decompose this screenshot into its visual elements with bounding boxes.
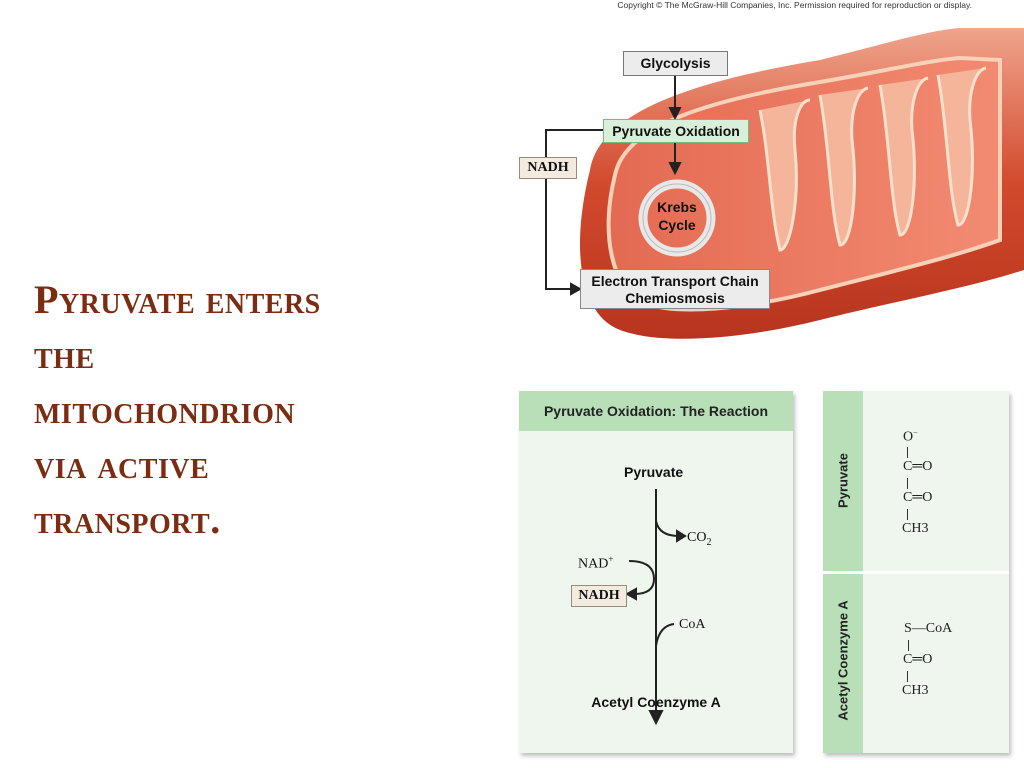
nadh-box: NADH <box>519 157 577 179</box>
acetyl-methyl: CH3 <box>902 683 929 698</box>
bond-line <box>907 509 908 520</box>
krebs-line-2: Cycle <box>658 217 696 233</box>
etc-box: Electron Transport Chain Chemiosmosis <box>580 269 770 309</box>
acetyl-carbonyl: C═O <box>903 652 933 667</box>
etc-line-1: Electron Transport Chain <box>591 273 759 289</box>
krebs-line-1: Krebs <box>657 199 697 215</box>
pyruvate-carboxyl: C═O <box>903 459 933 474</box>
co2-label: CO2 <box>687 530 712 548</box>
reaction-panel: Pyruvate Oxidation: The Reaction Pyruvat… <box>519 391 793 753</box>
pyruvate-side-band <box>823 391 863 571</box>
bond-line <box>908 640 909 651</box>
copyright-notice: Copyright © The McGraw-Hill Companies, I… <box>617 0 972 10</box>
title-line-1: Pyruvate enters <box>34 277 321 322</box>
bond-line <box>907 671 908 682</box>
cristae <box>758 66 987 252</box>
flow-arrows <box>545 76 682 296</box>
title-line-4: via active <box>34 442 210 487</box>
title-line-2: the <box>34 332 95 377</box>
acetyl-side-band <box>823 574 863 753</box>
title-line-3: mitochondrion <box>34 387 296 432</box>
bond-line <box>907 447 908 458</box>
acetyl-structure-label: Acetyl Coenzyme A <box>835 600 851 721</box>
pyruvate-keto: C═O <box>903 490 933 505</box>
reactant-label: Pyruvate <box>624 464 684 480</box>
reaction-heading: Pyruvate Oxidation: The Reaction <box>519 391 793 431</box>
pyruvate-structure-label: Pyruvate <box>835 453 851 508</box>
product-label: Acetyl Coenzyme A <box>591 694 721 710</box>
nadh-product-box: NADH <box>571 585 627 607</box>
pyruvate-o-minus: O− <box>903 428 918 445</box>
reaction-arrows <box>624 489 687 726</box>
slide-title: Pyruvate enters the mitochondrion via ac… <box>34 272 474 547</box>
title-line-5: transport. <box>34 497 221 542</box>
structures-panel: Pyruvate Acetyl Coenzyme A O− C═O C═O CH… <box>823 391 1009 753</box>
etc-line-2: Chemiosmosis <box>625 290 725 306</box>
acetyl-thioester: S—CoA <box>904 621 953 636</box>
bond-line <box>907 478 908 489</box>
nad-label: NAD+ <box>578 554 614 572</box>
pyruvate-oxidation-box: Pyruvate Oxidation <box>603 119 749 143</box>
structure-divider <box>823 571 1009 574</box>
coa-label: CoA <box>679 617 706 632</box>
krebs-cycle-label: Krebs Cycle <box>640 198 714 234</box>
glycolysis-box: Glycolysis <box>623 51 728 76</box>
pyruvate-methyl: CH3 <box>902 521 929 536</box>
